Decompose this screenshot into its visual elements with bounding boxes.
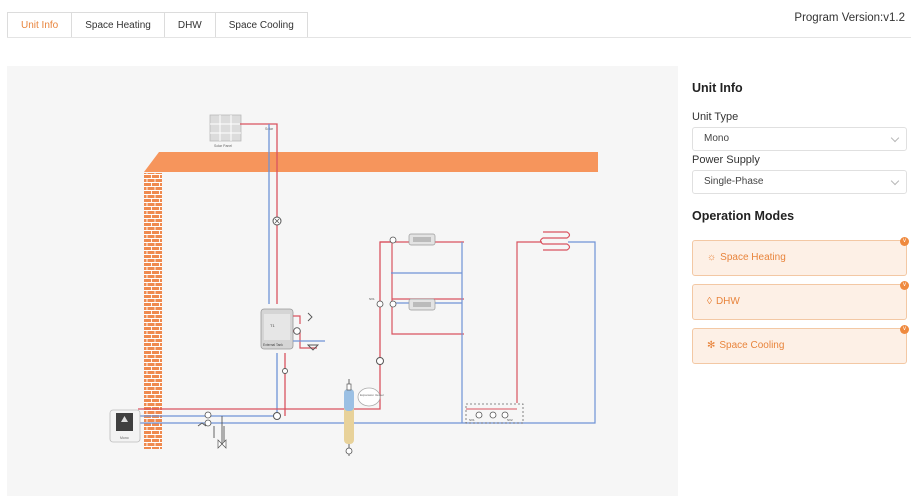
sv1-label: SV1 (369, 297, 375, 301)
mode-space-heating[interactable]: ☼Space Heating v (692, 237, 909, 276)
check-badge-icon: v (900, 237, 909, 246)
buffer-tank (344, 379, 354, 456)
tab-dhw[interactable]: DHW (163, 12, 216, 38)
fan-coil-unit-2: SV1 (369, 297, 436, 311)
operation-modes-heading: Operation Modes (692, 209, 795, 223)
mode-dhw[interactable]: ◊DHW v (692, 281, 909, 320)
drop-icon: ◊ (707, 296, 712, 307)
solar-panel-label: Solar Panel (214, 144, 232, 148)
sv1-mix-label: SV1 (469, 418, 475, 422)
check-badge-icon: v (900, 281, 909, 290)
mode-space-heating-label: Space Heating (720, 252, 786, 263)
power-supply-select[interactable]: Single-Phase (692, 170, 907, 194)
chevron-down-icon (890, 133, 900, 143)
expansion-vessel-label: Expansion Vessel (360, 393, 384, 397)
tab-space-cooling[interactable]: Space Cooling (214, 12, 308, 38)
unit-info-heading: Unit Info (692, 81, 743, 95)
brick-wall (144, 173, 162, 449)
program-version: Program Version:v1.2 (794, 12, 905, 24)
snowflake-icon: ✻ (707, 340, 716, 351)
mixing-station: SV1 SV2 (465, 403, 524, 424)
power-supply-value: Single-Phase (704, 176, 764, 187)
radiator-coil (539, 231, 571, 251)
mono-unit: Mono (109, 409, 141, 443)
power-supply-label: Power Supply (692, 154, 760, 166)
tab-space-heating[interactable]: Space Heating (71, 12, 165, 38)
tab-unit-info[interactable]: Unit Info (7, 12, 73, 38)
roof (144, 152, 598, 172)
chevron-down-icon (890, 176, 900, 186)
fan-coil-unit-1 (389, 233, 436, 246)
tab-bar: Unit Info Space Heating DHW Space Coolin… (7, 12, 308, 38)
tank-sensor-label: T1 (270, 323, 275, 328)
unit-type-select[interactable]: Mono (692, 127, 907, 151)
mode-dhw-label: DHW (715, 296, 740, 307)
mono-unit-label: Mono (120, 436, 129, 440)
sv2-label: SV2 (507, 418, 513, 422)
external-tank-label: External Tank (263, 343, 283, 347)
unit-type-value: Mono (704, 133, 730, 144)
expansion-vessel: Expansion Vessel (357, 387, 384, 407)
solar-panel: Solar Panel Solar (209, 114, 274, 148)
check-badge-icon: v (900, 325, 909, 334)
tab-divider (7, 37, 911, 38)
valves-group (197, 411, 227, 449)
external-tank: T1 External Tank (260, 308, 294, 350)
mode-space-cooling-label: Space Cooling (719, 340, 785, 351)
sun-icon: ☼ (707, 252, 717, 263)
system-diagram: Solar Panel Solar T1 External Tank (7, 66, 678, 496)
hydraulic-schematic: Solar Panel Solar T1 External Tank (109, 114, 598, 456)
unit-type-label: Unit Type (692, 111, 739, 123)
mode-space-cooling[interactable]: ✻Space Cooling v (692, 325, 909, 364)
